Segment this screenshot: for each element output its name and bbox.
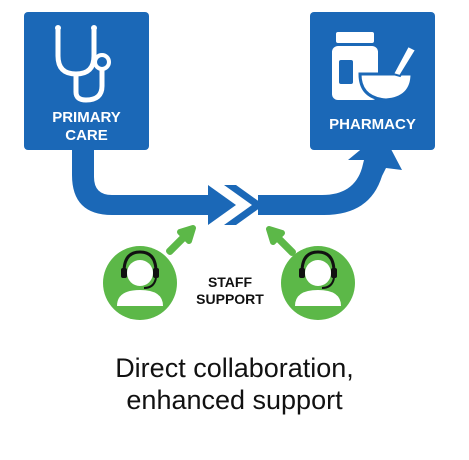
staff-support-label-line2: SUPPORT: [196, 291, 264, 307]
staff-support-label-line1: STAFF: [207, 274, 253, 290]
medicine-bottle-mortar-icon: [332, 32, 418, 102]
support-arrow-right: [266, 226, 296, 256]
caption: Direct collaboration, enhanced support: [0, 352, 469, 416]
primary-care-label-line1: PRIMARY: [52, 109, 121, 126]
support-arrow-left: [166, 225, 196, 255]
primary-care-box: [24, 12, 149, 150]
primary-care-label: PRIMARY CARE: [24, 109, 149, 145]
headset-agent-icon: [103, 246, 177, 320]
caption-line2: enhanced support: [126, 385, 343, 415]
caption-line1: Direct collaboration,: [115, 353, 354, 383]
stethoscope-icon: [55, 27, 111, 103]
staff-support-label: STAFF SUPPORT: [178, 274, 282, 308]
flow-arrow: [72, 132, 402, 225]
chevron-icon: [224, 185, 264, 225]
primary-care-label-line2: CARE: [65, 127, 108, 144]
headset-agent-icon: [281, 246, 355, 320]
pharmacy-label: PHARMACY: [329, 116, 416, 133]
